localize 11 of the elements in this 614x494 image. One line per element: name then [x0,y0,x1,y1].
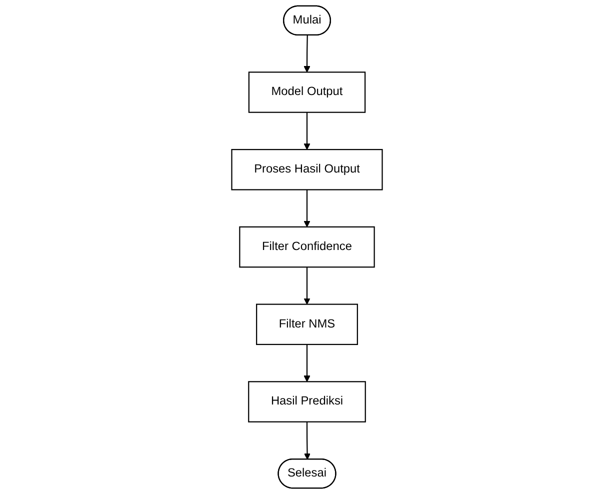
arrow [304,35,310,72]
node-box: Model Output [248,72,366,113]
node-box: Proses Hasil Output [231,148,383,190]
arrow [304,190,310,228]
arrow [304,267,310,305]
arrow [304,112,310,150]
node-box: Hasil Prediksi [248,381,366,422]
node-box: Filter Confidence [239,226,375,268]
arrow [304,344,310,382]
arrow [304,422,311,460]
node-box: Filter NMS [256,304,358,346]
